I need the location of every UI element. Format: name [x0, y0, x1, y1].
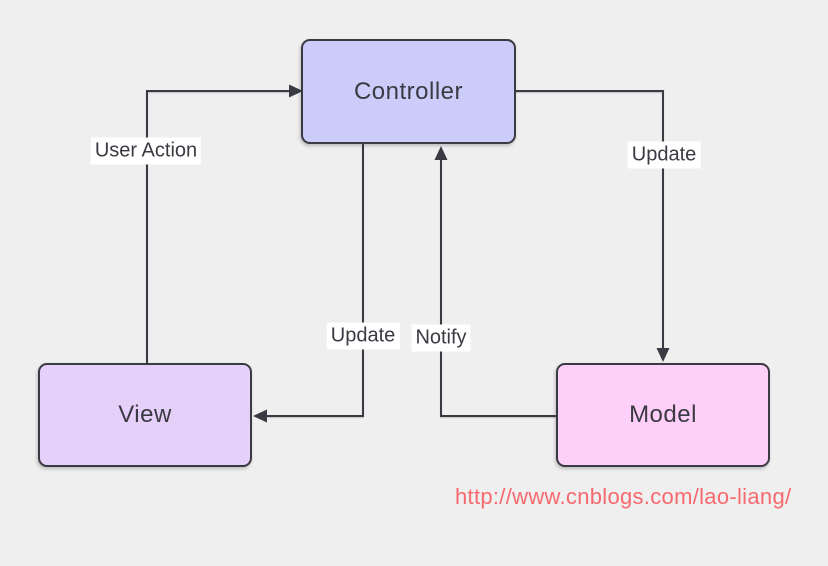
edge-user-action-arrowhead	[289, 84, 303, 98]
edge-user-action-line	[146, 90, 289, 363]
node-model: Model	[556, 363, 770, 467]
node-view: View	[38, 363, 252, 467]
edge-update-model-arrowhead	[656, 348, 670, 362]
edge-update-model-line	[516, 90, 664, 349]
edge-label-notify: Notify	[411, 324, 471, 352]
node-controller: Controller	[301, 39, 516, 144]
edge-notify-arrowhead	[434, 146, 448, 160]
edge-label-user-action: User Action	[90, 137, 202, 165]
edge-label-update-controller-model: Update	[627, 141, 701, 169]
edge-update-view-line	[267, 144, 364, 417]
edge-label-update-controller-view: Update	[326, 322, 400, 350]
node-model-label: Model	[629, 401, 697, 428]
node-controller-label: Controller	[353, 77, 464, 105]
edge-update-view-arrowhead	[253, 409, 267, 423]
node-view-label: View	[118, 401, 172, 428]
watermark-url-text: http://www.cnblogs.com/lao-liang/	[455, 484, 792, 509]
edge-notify-line	[440, 159, 556, 417]
